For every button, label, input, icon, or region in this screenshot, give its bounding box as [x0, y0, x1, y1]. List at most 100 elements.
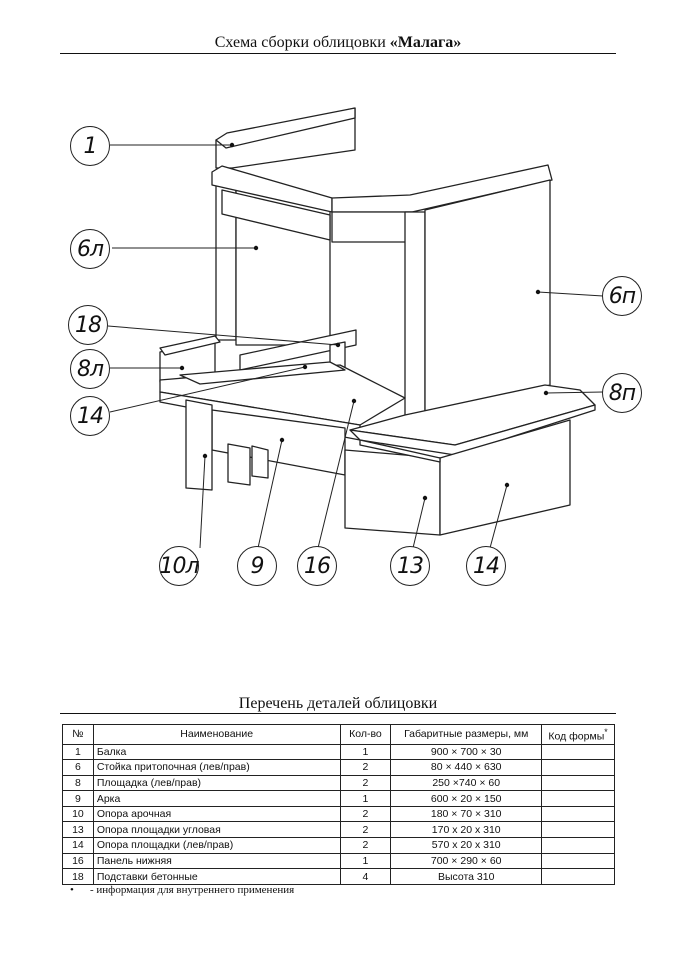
parts-table: № Наименование Кол-во Габаритные размеры… — [62, 724, 615, 885]
top-front-block — [221, 189, 331, 241]
callout-8r: 8п — [602, 373, 642, 413]
header-code-mark: * — [604, 727, 608, 737]
cell-name: Балка — [92, 743, 341, 761]
parts-table-header: № Наименование Кол-во Габаритные размеры… — [62, 724, 615, 745]
callout-6r: 6п — [602, 276, 642, 316]
support-10l-inner2 — [251, 445, 269, 479]
callout-8l: 8л — [70, 349, 110, 389]
support-10l — [185, 399, 213, 491]
cell-qty: 1 — [339, 743, 392, 761]
title-divider — [60, 53, 616, 54]
header-dims: Габаритные размеры, мм — [390, 724, 543, 745]
cell-code — [541, 821, 615, 839]
cell-code — [541, 743, 615, 761]
support-18 — [239, 329, 357, 371]
cell-qty: 4 — [339, 868, 392, 885]
platform-8l-top — [159, 335, 221, 356]
callout-14-left: 14 — [70, 396, 110, 436]
leader-dots — [179, 142, 549, 501]
cell-qty: 1 — [339, 790, 392, 807]
cell-num: 6 — [62, 759, 94, 776]
post-6r — [404, 211, 426, 421]
parts-list-title: Перечень деталей облицовки — [238, 695, 438, 712]
cell-code — [541, 868, 615, 885]
cell-code — [541, 774, 615, 792]
cell-num: 18 — [62, 868, 94, 885]
cell-dims: 700 × 290 × 60 — [390, 852, 543, 870]
support-13 — [344, 449, 441, 536]
footnote-text: - информация для внутреннего применения — [90, 884, 295, 896]
cell-dims: 170 x 20 x 310 — [390, 821, 543, 839]
header-code-label: Код формы — [548, 730, 605, 743]
footnote: • - информация для внутреннего применения — [70, 884, 294, 896]
cell-dims: 80 × 440 × 630 — [390, 759, 543, 776]
page-title-model: «Малага» — [389, 34, 462, 51]
header-name: Наименование — [92, 724, 341, 745]
callout-16: 16 — [297, 546, 337, 586]
cell-qty: 2 — [339, 837, 392, 854]
cell-qty: 2 — [339, 805, 392, 823]
cell-num: 10 — [62, 805, 94, 823]
cell-name: Арка — [92, 790, 341, 807]
post-6r-side — [424, 179, 551, 419]
cell-dims: 900 × 700 × 30 — [390, 743, 543, 761]
cell-num: 14 — [62, 837, 94, 854]
cell-qty: 2 — [339, 774, 392, 792]
cell-name: Опора арочная — [92, 805, 341, 823]
header-code: Код формы* — [541, 724, 615, 745]
cell-code — [541, 805, 615, 823]
cell-name: Опора площадки (лев/прав) — [92, 837, 341, 854]
page-title-prefix: Схема сборки облицовки — [214, 34, 386, 51]
cell-dims: 180 × 70 × 310 — [390, 805, 543, 823]
cell-name: Стойка притопочная (лев/прав) — [92, 759, 341, 776]
callout-6l: 6л — [70, 229, 110, 269]
cell-qty: 1 — [339, 852, 392, 870]
cell-dims: 250 ×740 × 60 — [390, 774, 543, 792]
callout-14-right: 14 — [466, 546, 506, 586]
callout-9: 9 — [237, 546, 277, 586]
header-qty: Кол-во — [339, 724, 392, 745]
cell-num: 16 — [62, 852, 94, 870]
cell-code — [541, 837, 615, 854]
assembly-diagram — [107, 107, 604, 549]
cell-dims: 600 × 20 × 150 — [390, 790, 543, 807]
leader-lines — [107, 144, 604, 549]
cell-num: 8 — [62, 774, 94, 792]
cell-num: 9 — [62, 790, 94, 807]
cell-name: Площадка (лев/прав) — [92, 774, 341, 792]
cell-num: 1 — [62, 743, 94, 761]
cell-dims: Высота 310 — [390, 868, 543, 885]
parts-list-divider — [60, 713, 616, 714]
callout-1: 1 — [70, 126, 110, 166]
header-num: № — [62, 724, 94, 745]
cell-code — [541, 852, 615, 870]
footnote-bullet: • — [70, 884, 74, 896]
cell-qty: 2 — [339, 821, 392, 839]
beam-1-top — [215, 107, 356, 149]
cell-name: Панель нижняя — [92, 852, 341, 870]
callout-18: 18 — [68, 305, 108, 345]
support-10l-inner — [227, 443, 251, 486]
support-14 — [439, 419, 571, 536]
cell-name: Опора площадки угловая — [92, 821, 341, 839]
callout-13: 13 — [390, 546, 430, 586]
cell-qty: 2 — [339, 759, 392, 776]
cell-num: 13 — [62, 821, 94, 839]
cell-name: Подставки бетонные — [92, 868, 341, 885]
support-13-edge — [359, 439, 441, 463]
cell-dims: 570 x 20 x 310 — [390, 837, 543, 854]
page-title: Схема сборки облицовки «Малага» — [60, 34, 616, 52]
cell-code — [541, 759, 615, 776]
top-center-block — [331, 211, 413, 243]
callout-10l: 10л — [159, 546, 200, 586]
